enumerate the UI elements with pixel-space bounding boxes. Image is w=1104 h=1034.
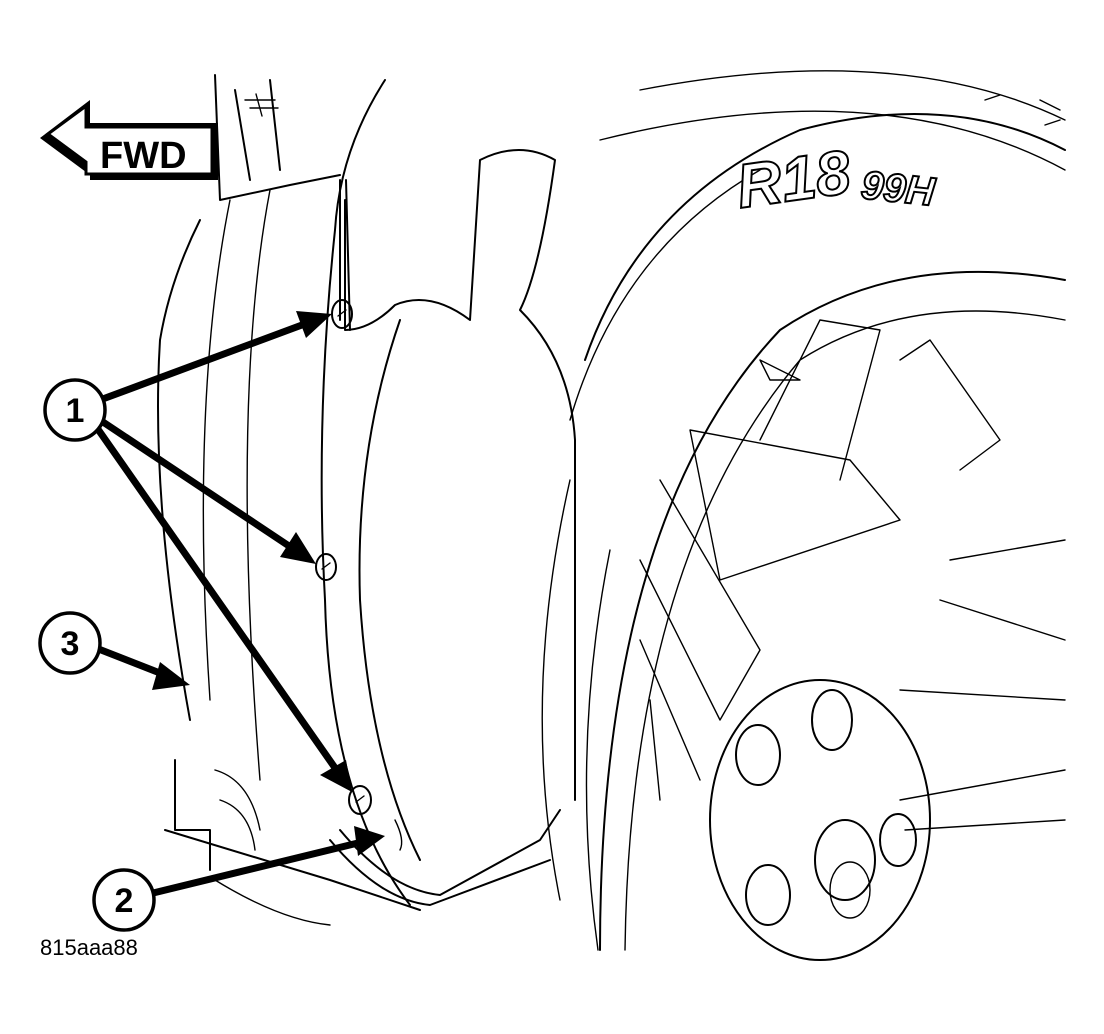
leader-3 — [94, 644, 167, 679]
fender-liner — [329, 149, 576, 906]
arrowhead-1-lower — [320, 760, 352, 792]
fender-panel — [157, 74, 411, 906]
fastener-middle — [315, 553, 337, 581]
tire-size-marking: R18 — [732, 138, 855, 222]
wheel-hub — [709, 679, 931, 961]
arrowhead-1-upper — [296, 311, 332, 338]
forward-direction-arrow: FWD — [40, 100, 218, 180]
wheel-rim — [599, 270, 1066, 951]
callout-2: 2 — [92, 868, 156, 932]
leader-1-lower — [92, 422, 343, 778]
callout-1-label: 1 — [66, 392, 85, 430]
figure-id: 815aaa88 — [40, 935, 138, 960]
lower-shield — [164, 759, 421, 926]
tire — [541, 70, 1066, 951]
leader-2 — [144, 838, 363, 899]
fasteners — [315, 299, 372, 815]
leader-1-upper — [98, 318, 312, 404]
arrowhead-1-middle — [280, 532, 316, 564]
arrowhead-2 — [354, 826, 385, 856]
tire-load-speed-marking: 99H — [859, 163, 938, 215]
callout-leaders — [92, 311, 385, 899]
fwd-label: FWD — [100, 135, 187, 177]
tire-sidewall-text: R18 99H — [731, 137, 938, 223]
callout-3-label: 3 — [61, 625, 80, 663]
callout-2-label: 2 — [115, 882, 134, 920]
callout-1: 1 — [43, 378, 107, 442]
callout-3: 3 — [38, 611, 102, 675]
leader-1-middle — [98, 417, 297, 553]
fastener-lower — [348, 785, 372, 815]
arrowhead-3 — [152, 662, 190, 690]
